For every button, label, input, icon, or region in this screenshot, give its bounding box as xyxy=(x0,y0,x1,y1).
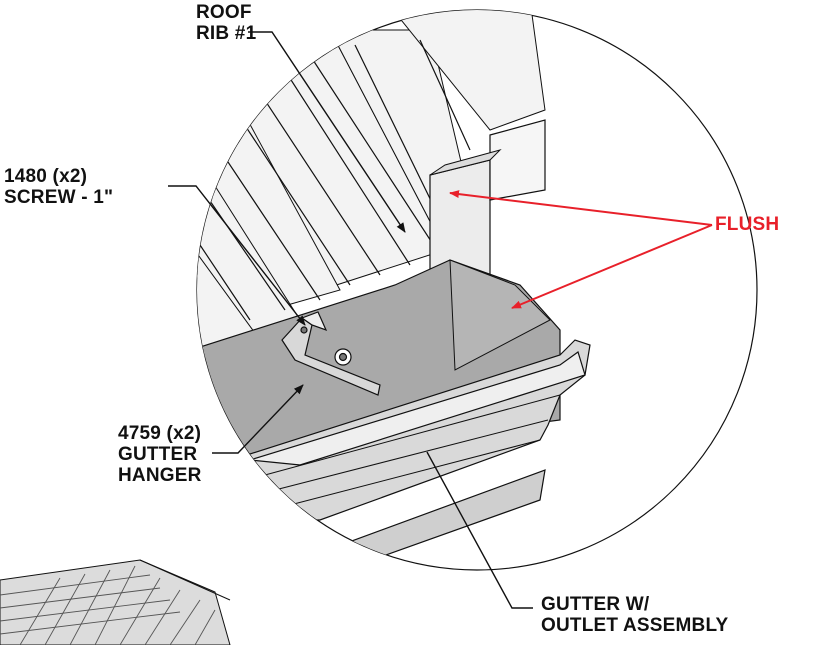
flush-arrows xyxy=(449,190,713,309)
roof-overview-fragment xyxy=(0,559,231,646)
gutter-leader xyxy=(426,451,533,609)
gutter-assembly-label: GUTTER W/ OUTLET ASSEMBLY xyxy=(541,594,728,636)
hanger-leader xyxy=(212,384,304,454)
screw-description: SCREW - 1" xyxy=(4,187,114,208)
gutter-hanger-label: 4759 (x2) GUTTER HANGER xyxy=(118,423,202,486)
flush-label: FLUSH xyxy=(715,214,780,235)
magnified-detail xyxy=(196,9,758,571)
roof-rib-line-2: RIB #1 xyxy=(196,23,257,44)
roof-rib-label: ROOF RIB #1 xyxy=(196,2,256,44)
hanger-line-3: HANGER xyxy=(118,465,202,486)
screw-leader xyxy=(168,185,306,326)
screw-part-number: 1480 (x2) xyxy=(4,166,88,187)
screw-label: 1480 (x2) SCREW - 1" xyxy=(4,166,113,208)
gutter-line-1: GUTTER W/ xyxy=(541,594,650,615)
hanger-part-number: 4759 (x2) xyxy=(118,423,202,444)
leader-lines xyxy=(168,31,533,609)
roof-rib-line-1: ROOF xyxy=(196,2,252,23)
flush-arrow-lower xyxy=(511,224,713,309)
gutter-line-2: OUTLET ASSEMBLY xyxy=(541,615,729,636)
roof-rib-leader xyxy=(248,31,406,233)
hanger-line-2: GUTTER xyxy=(118,444,198,465)
flush-arrow-upper xyxy=(449,190,713,226)
